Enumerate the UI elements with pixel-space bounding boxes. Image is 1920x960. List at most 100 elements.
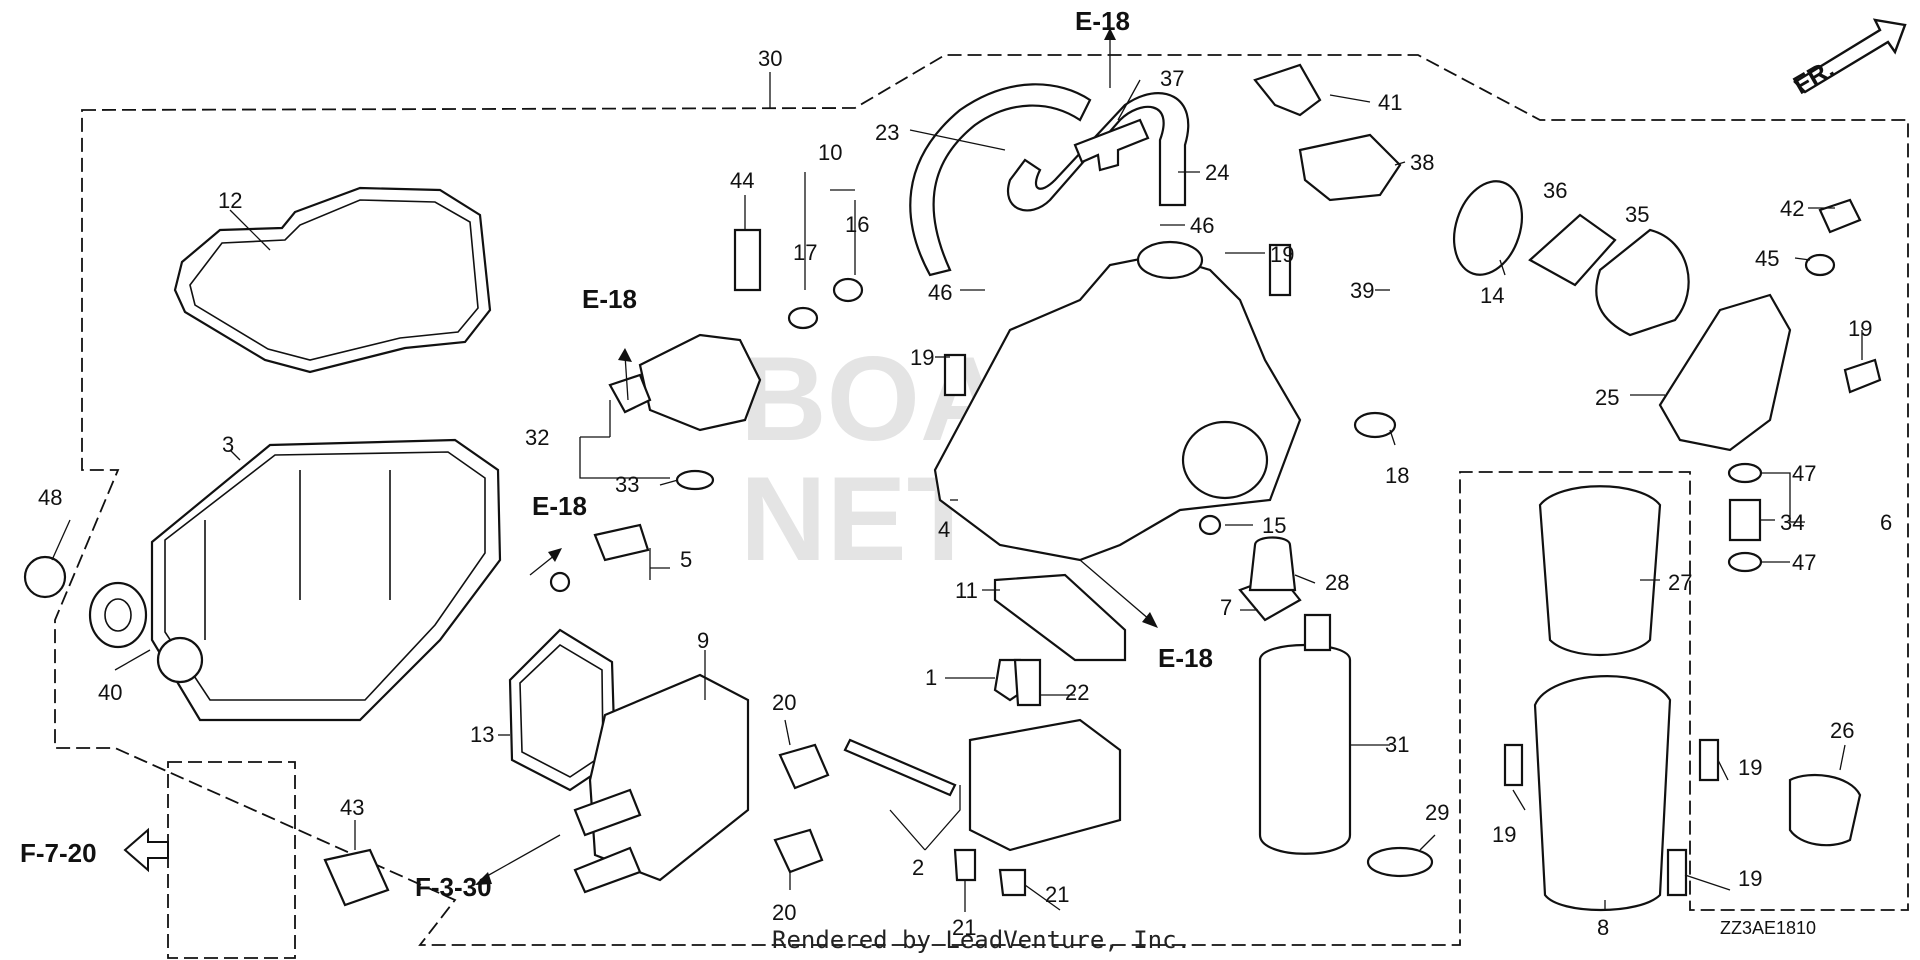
callout-22: 22: [1065, 680, 1089, 705]
ref-e18-right: E-18: [1158, 643, 1213, 673]
bolt-21a: [953, 848, 977, 882]
oring-14: [1453, 180, 1523, 276]
throttle-bore: [1181, 420, 1269, 500]
ref-e18-mid: E-18: [532, 491, 587, 521]
callout-46a: 46: [928, 280, 952, 305]
callout-9: 9: [697, 628, 709, 653]
strainer-27: [1538, 485, 1662, 656]
callout-35: 35: [1625, 202, 1649, 227]
washer-16: [832, 277, 864, 303]
bolt-42: [1818, 198, 1862, 234]
callout-5: 5: [680, 547, 692, 572]
f720-boundary: [167, 761, 296, 959]
ref-f720: F-7-20: [20, 838, 97, 868]
tee-37: [1073, 118, 1150, 172]
filter-cover-25: [1658, 293, 1792, 452]
assembly-boundary: [54, 54, 1909, 946]
nozzle-b: [573, 846, 642, 894]
render-credit: Rendered by LeadVenture, Inc.: [772, 926, 1191, 954]
callout-47b: 47: [1792, 550, 1816, 575]
callout-18: 18: [1385, 463, 1409, 488]
callout-40: 40: [98, 680, 122, 705]
oring-47b: [1727, 551, 1763, 573]
screw-19-mid: [943, 353, 967, 397]
seal-29: [1366, 846, 1434, 878]
washer-17: [787, 306, 819, 330]
screw-19-top: [1268, 243, 1292, 297]
callout-38: 38: [1410, 150, 1434, 175]
case-mount-hole: [156, 636, 204, 684]
ref-f330: F-3-30: [415, 872, 492, 902]
callout-17: 17: [793, 240, 817, 265]
leader-lines: [51, 72, 1863, 912]
pressure-regulator-32: [638, 333, 762, 432]
callout-26: 26: [1830, 718, 1854, 743]
callout-39: 39: [1350, 278, 1374, 303]
oring-18: [1353, 411, 1397, 439]
callout-29: 29: [1425, 800, 1449, 825]
callout-19c: 19: [910, 345, 934, 370]
callout-34: 34: [1780, 510, 1804, 535]
callout-46b: 46: [1190, 213, 1214, 238]
callout-20a: 20: [772, 690, 796, 715]
throttle-top-port: [1136, 240, 1204, 280]
cap-48: [23, 555, 67, 599]
callout-13: 13: [470, 722, 494, 747]
washer-5: [549, 571, 571, 593]
bolt-22: [1013, 658, 1042, 707]
sensor-38: [1298, 133, 1402, 202]
callout-19f: 19: [1738, 866, 1762, 891]
gasket-12: [173, 186, 492, 374]
regulator-nipple: [608, 373, 652, 414]
callout-23: 23: [875, 120, 899, 145]
callout-33: 33: [615, 472, 639, 497]
callout-43: 43: [340, 795, 364, 820]
callout-7: 7: [1220, 595, 1232, 620]
bolt-43: [323, 848, 390, 907]
callout-6: 6: [1880, 510, 1892, 535]
callout-31: 31: [1385, 732, 1409, 757]
reference-arrows: [123, 18, 1907, 885]
callout-36: 36: [1543, 178, 1567, 203]
control-module: [968, 718, 1122, 852]
callout-11: 11: [955, 578, 978, 603]
grommet-40: [88, 581, 148, 649]
callout-19d: 19: [1738, 755, 1762, 780]
callout-48: 48: [38, 485, 62, 510]
bracket-11: [993, 573, 1127, 662]
ref-e18-left: E-18: [582, 284, 637, 314]
callout-42: 42: [1780, 196, 1804, 221]
cover-plate-9: [588, 673, 750, 882]
callout-21a: 21: [1045, 882, 1069, 907]
pump-outlet: [1303, 613, 1332, 652]
callout-24: 24: [1205, 160, 1229, 185]
callout-21b: 21: [952, 915, 976, 940]
filter-35: [1595, 228, 1690, 337]
screw-19-cover: [1843, 358, 1882, 394]
callout-45: 45: [1755, 246, 1779, 271]
callout-47a: 47: [1792, 461, 1816, 486]
callout-19b: 19: [1848, 316, 1872, 341]
oring-47a: [1727, 462, 1763, 484]
bolt-44: [733, 228, 762, 292]
clip-41: [1253, 63, 1322, 117]
collar-34: [1728, 498, 1762, 542]
throttle-body-4: [933, 253, 1302, 562]
callout-19a: 19: [1270, 242, 1294, 267]
screw-19-housing-r: [1698, 738, 1720, 782]
hose-23: [909, 83, 1092, 277]
oring-15: [1198, 514, 1222, 536]
screw-5: [593, 523, 650, 562]
callout-2: 2: [912, 855, 924, 880]
housing-8: [1533, 675, 1672, 912]
callout-12: 12: [218, 188, 242, 213]
callout-16: 16: [845, 212, 869, 237]
hose-24: [1007, 92, 1190, 212]
callout-1: 1: [925, 665, 937, 690]
bolt-21b: [998, 868, 1027, 897]
callout-20b: 20: [772, 900, 796, 925]
bolt-20a: [778, 743, 830, 790]
bolt-20b: [773, 828, 824, 874]
callout-19e: 19: [1492, 822, 1516, 847]
clamp-26: [1788, 773, 1862, 847]
